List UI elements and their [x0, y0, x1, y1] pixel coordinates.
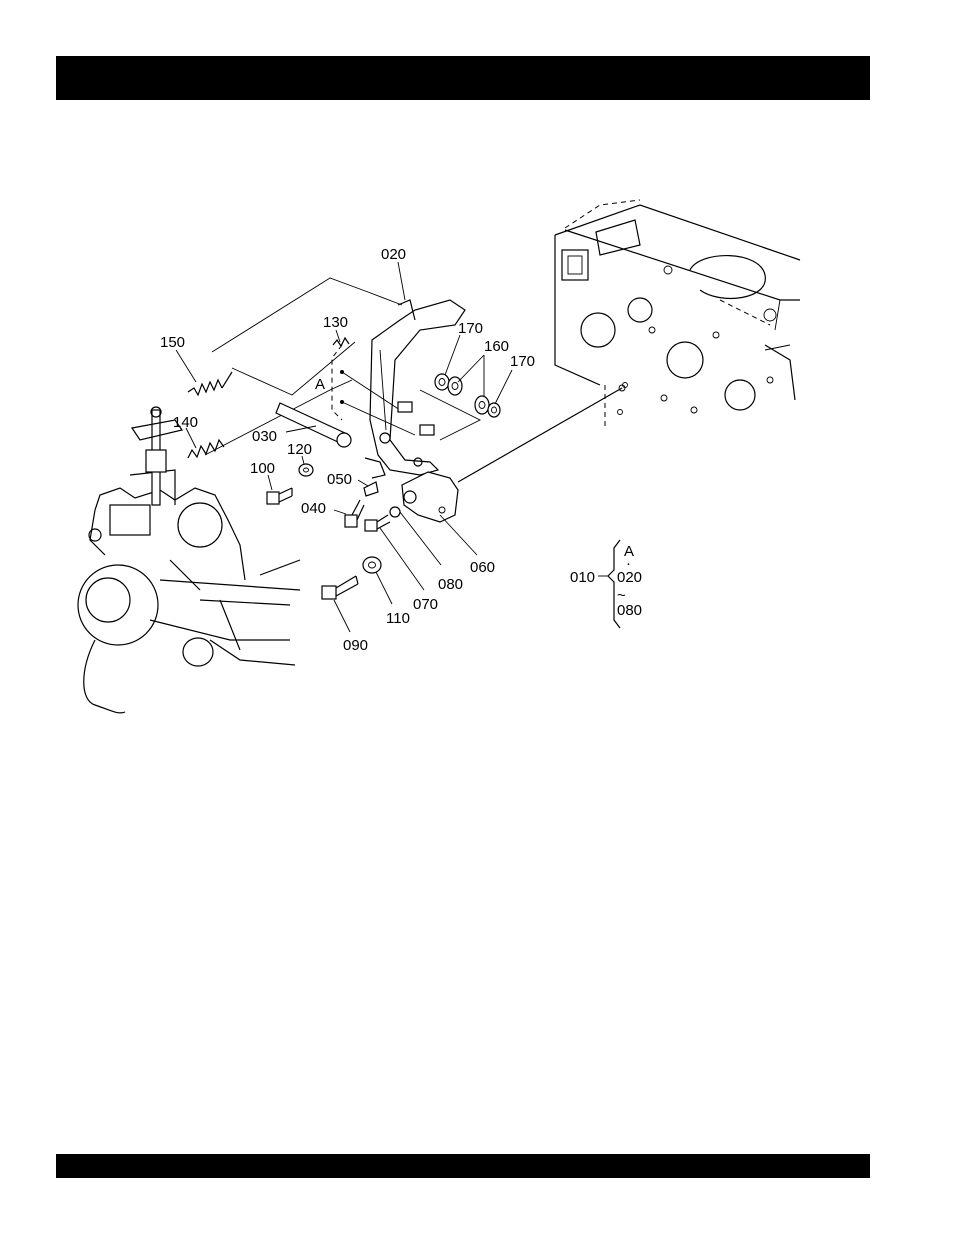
legend-020: 020 — [617, 569, 642, 586]
callout-020: 020 — [381, 246, 406, 263]
callout-100: 100 — [250, 460, 275, 477]
bearing-160-right-drawing — [475, 396, 489, 414]
nut-050-drawing — [364, 482, 378, 496]
spring-130-drawing — [333, 338, 349, 346]
bearing-170-left-drawing — [435, 374, 449, 390]
callout-060: 060 — [470, 559, 495, 576]
callout-090: 090 — [343, 637, 368, 654]
washer-080-drawing — [390, 507, 400, 517]
callout-050: 050 — [327, 471, 352, 488]
callout-160: 160 — [484, 338, 509, 355]
callout-080: 080 — [438, 576, 463, 593]
callout-130: 130 — [323, 314, 348, 331]
washer-110-drawing — [363, 557, 381, 573]
footer-bar — [56, 1154, 870, 1178]
bolt-090-drawing — [322, 576, 358, 599]
legend-080: 080 — [617, 602, 642, 619]
bolt-100-drawing — [267, 488, 292, 504]
pump-housing-drawing — [78, 407, 300, 713]
callout-110: 110 — [386, 610, 410, 627]
callout-150: 150 — [160, 334, 185, 351]
callout-120: 120 — [287, 441, 312, 458]
callout-070: 070 — [413, 596, 438, 613]
bearing-170-right-drawing — [488, 403, 500, 417]
bolt-070-drawing — [365, 515, 390, 531]
callout-170-left: 170 — [458, 320, 483, 337]
callout-a: A — [315, 376, 325, 393]
bolt-040-drawing — [345, 500, 364, 527]
callout-170-right: 170 — [510, 353, 535, 370]
engine-block-drawing — [555, 200, 800, 430]
spring-150-drawing — [188, 372, 232, 395]
assembly-legend: A · 010 020 ~ 080 — [570, 540, 642, 628]
callout-140: 140 — [173, 414, 198, 431]
callout-030: 030 — [252, 428, 277, 445]
callout-040: 040 — [301, 500, 326, 517]
washer-120-drawing — [299, 464, 313, 476]
legend-parent: 010 — [570, 569, 595, 586]
